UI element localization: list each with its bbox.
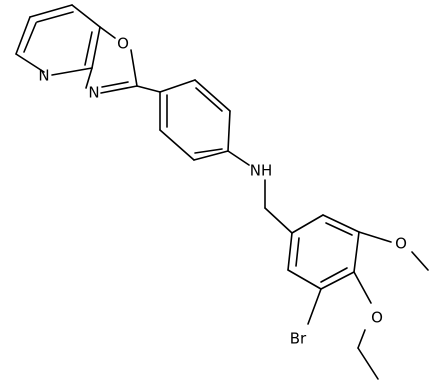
oxygen-ring-label: O bbox=[117, 35, 129, 53]
amine-label: NH bbox=[250, 162, 273, 180]
bromine-label: Br bbox=[290, 330, 307, 348]
oxygen-ethoxy-label: O bbox=[371, 309, 383, 327]
bond-lines bbox=[15, 4, 429, 380]
nitrogen-oxazole-label: N bbox=[88, 84, 99, 102]
oxygen-methoxy-label: O bbox=[395, 235, 407, 253]
nitrogen-pyridine-label: N bbox=[38, 67, 49, 85]
atom-labels: O N N NH Br O O bbox=[38, 35, 407, 348]
